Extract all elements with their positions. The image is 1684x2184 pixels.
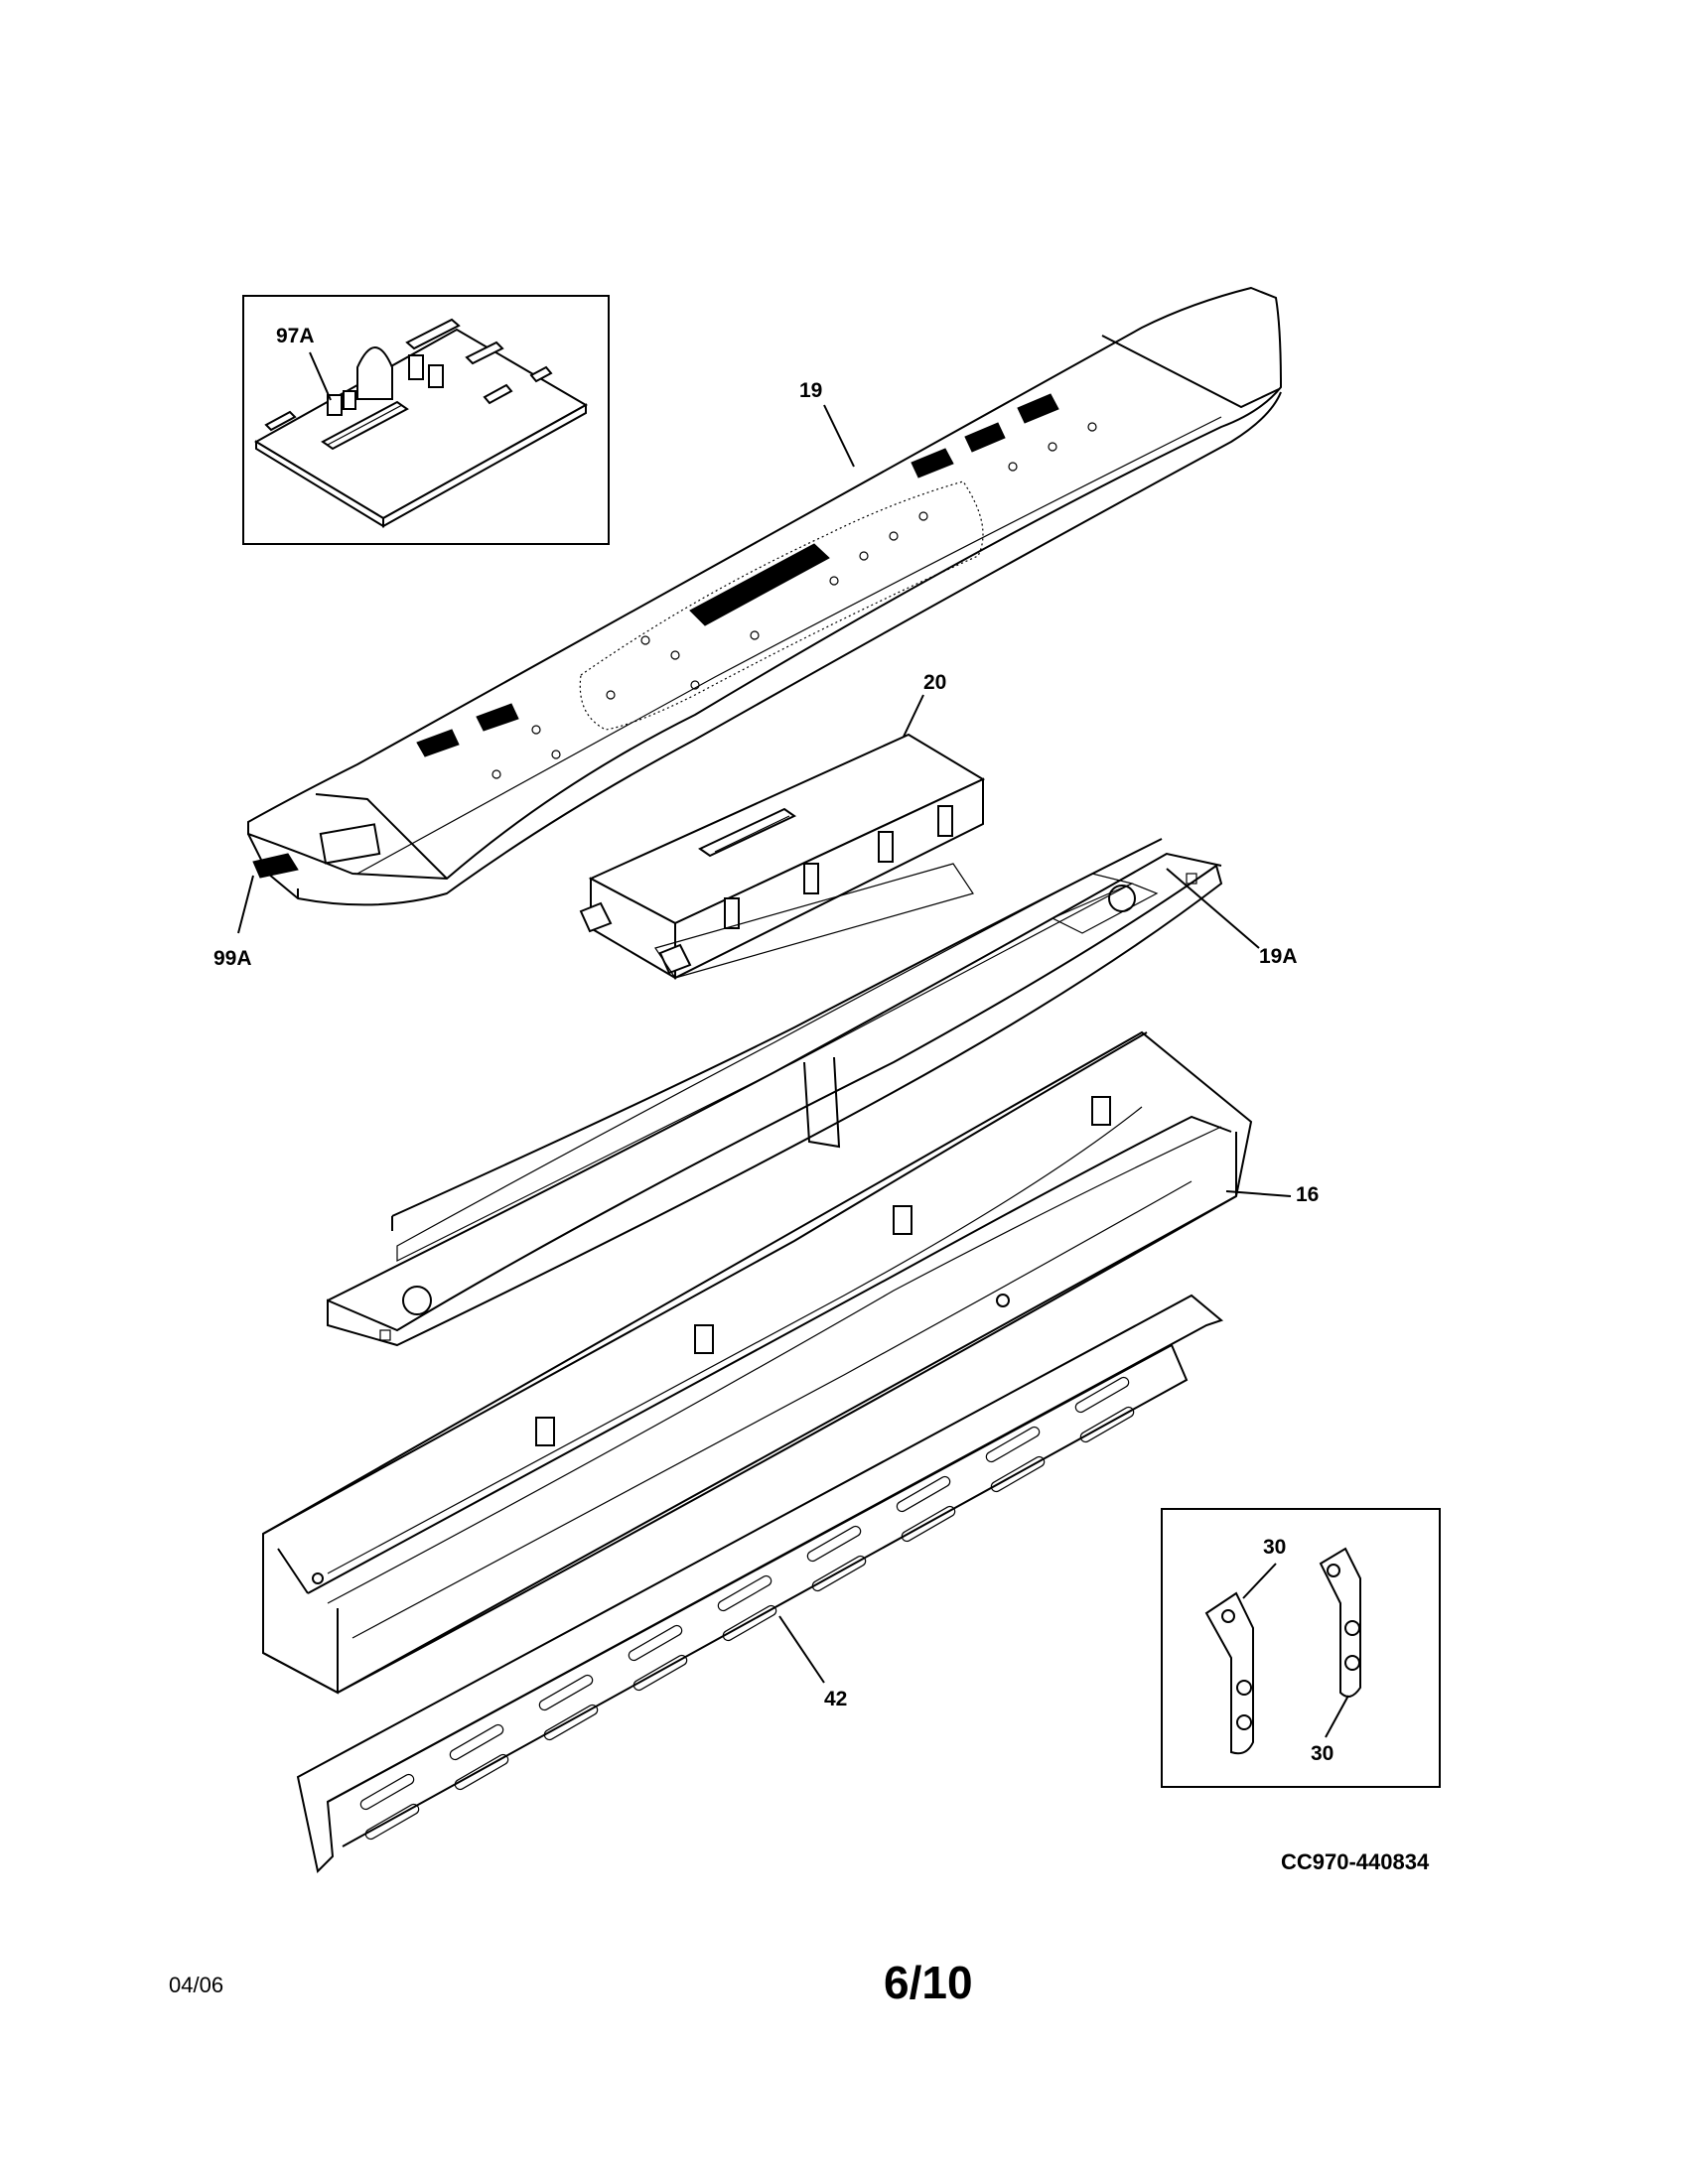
callout-42: 42 bbox=[824, 1688, 847, 1710]
callout-99a: 99A bbox=[213, 947, 252, 970]
callout-97a: 97A bbox=[276, 325, 315, 347]
vent-trim: 42 bbox=[296, 1294, 1224, 1874]
callout-30-bottom: 30 bbox=[1311, 1742, 1333, 1765]
control-panel-overlay: 19 bbox=[247, 286, 1283, 906]
control-board-inset: 97A bbox=[242, 295, 610, 545]
callout-19: 19 bbox=[799, 379, 822, 402]
control-module: 20 bbox=[579, 671, 986, 980]
page-number: 6/10 bbox=[884, 1957, 973, 2008]
bracket-inset: 30 30 bbox=[1161, 1508, 1441, 1788]
callout-20: 20 bbox=[923, 671, 946, 694]
callout-19a: 19A bbox=[1259, 945, 1298, 968]
panel-bracket: 19A bbox=[327, 838, 1298, 1347]
revision-date: 04/06 bbox=[169, 1973, 224, 1997]
control-housing: 16 bbox=[262, 1030, 1319, 1695]
callout-30-top: 30 bbox=[1263, 1536, 1286, 1559]
ribbon-cable: 99A bbox=[213, 853, 299, 970]
callout-16: 16 bbox=[1296, 1183, 1319, 1206]
drawing-code: CC970-440834 bbox=[1281, 1849, 1430, 1874]
